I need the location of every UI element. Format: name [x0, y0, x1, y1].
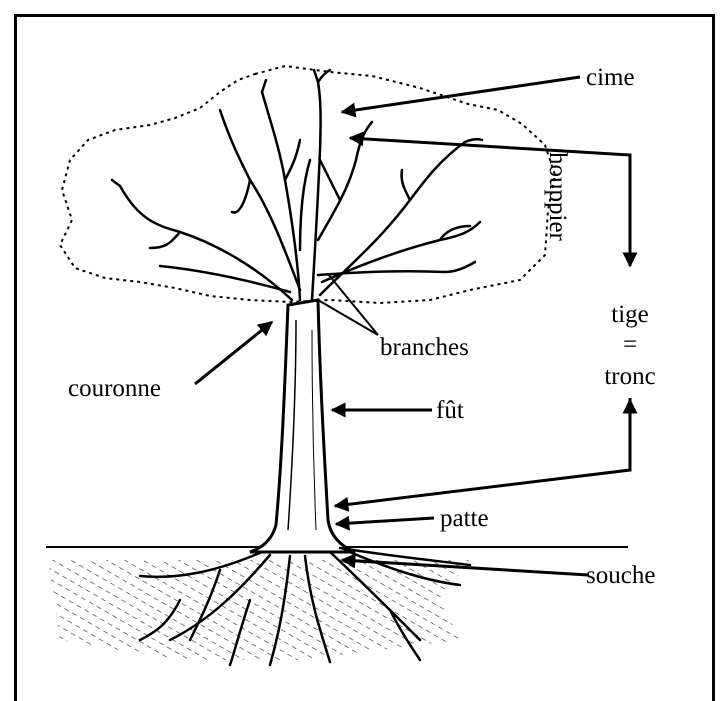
arrow-tige-top — [350, 138, 630, 266]
arrow-branches-2 — [318, 300, 378, 335]
arrow-tronc-bottom — [335, 398, 630, 506]
label-houppier: houppier — [544, 152, 571, 242]
label-patte: patte — [440, 505, 489, 532]
arrow-branches-1 — [328, 274, 378, 335]
soil-hatching — [48, 560, 470, 660]
label-tige: tige — [611, 301, 649, 328]
label-equals: = — [623, 331, 637, 358]
arrow-couronne — [195, 322, 272, 384]
branches-drawing — [112, 70, 482, 300]
label-branches: branches — [380, 334, 469, 361]
label-fut: fût — [436, 397, 464, 424]
label-cime: cime — [586, 64, 635, 91]
label-souche: souche — [586, 562, 655, 589]
crown-outline — [60, 66, 555, 303]
trunk — [250, 300, 355, 552]
arrow-patte — [336, 518, 434, 524]
arrow-cime — [342, 77, 580, 112]
label-tronc: tronc — [604, 363, 655, 390]
label-couronne: couronne — [68, 375, 161, 402]
